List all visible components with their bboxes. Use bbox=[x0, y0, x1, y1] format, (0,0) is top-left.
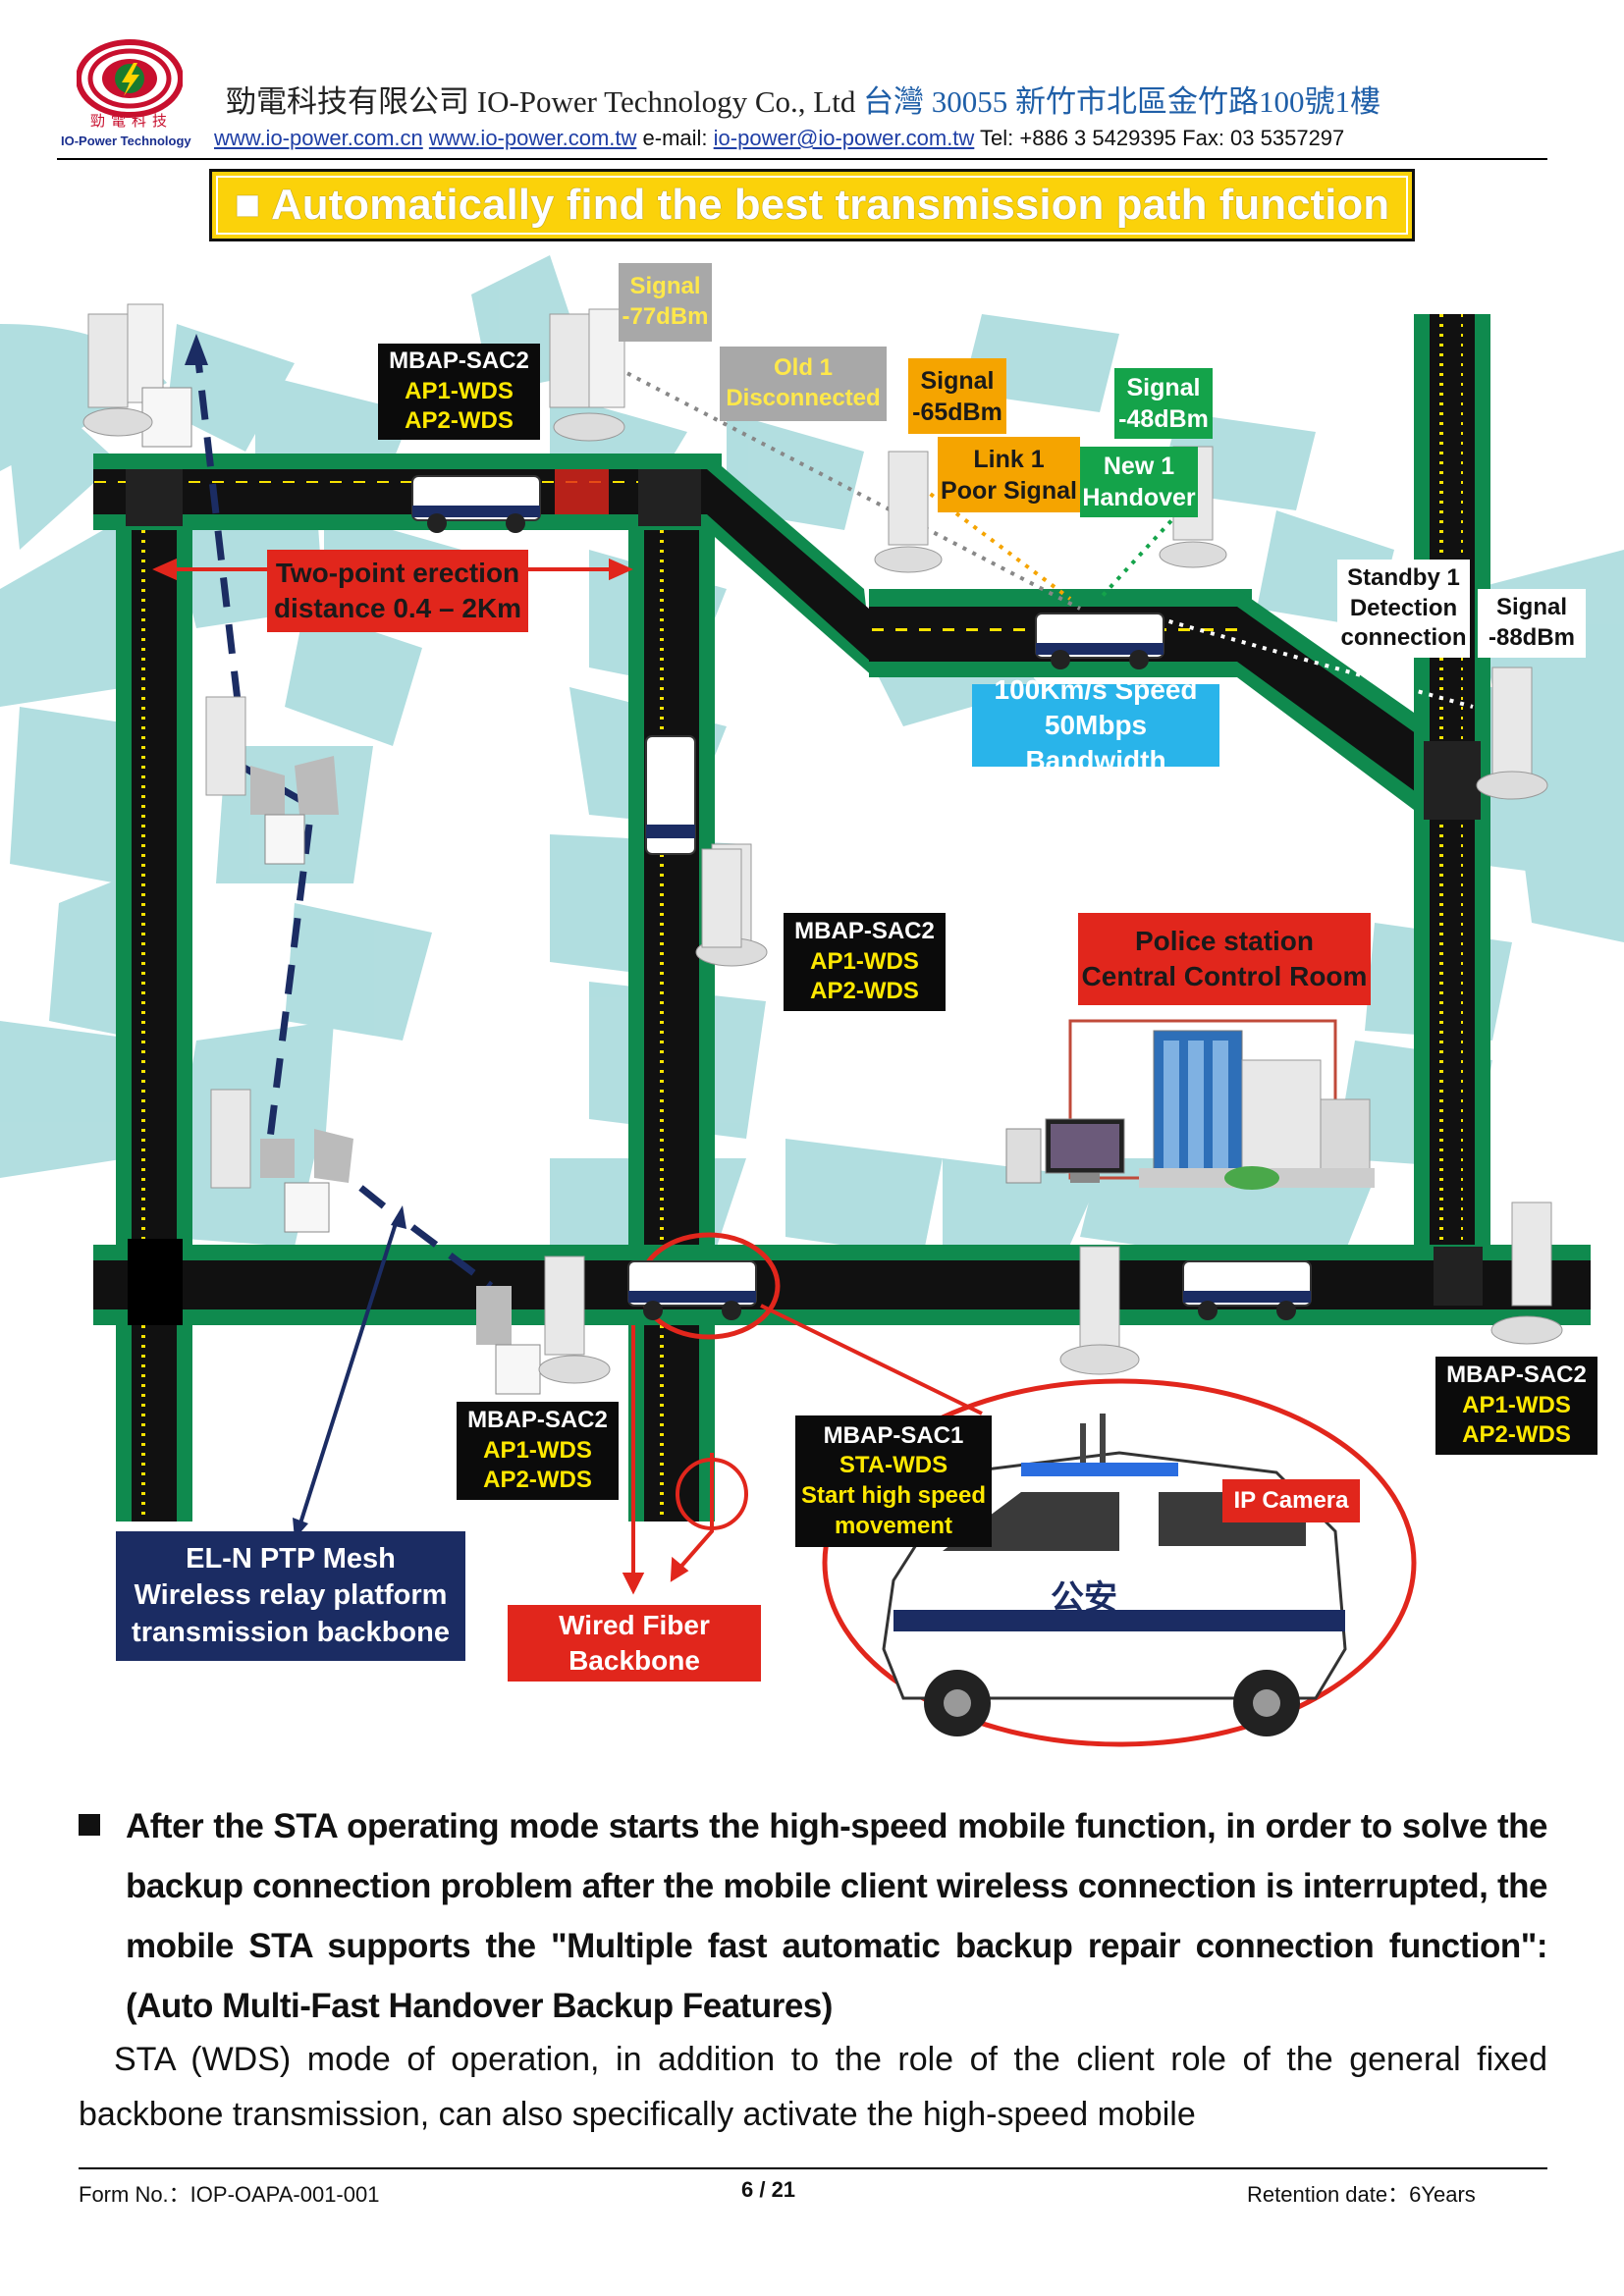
police-vehicles bbox=[411, 475, 1312, 1320]
vehicle-center-vertical bbox=[645, 735, 696, 855]
label-signal-77: Signal -77dBm bbox=[619, 263, 712, 342]
footer-rule bbox=[79, 2167, 1547, 2169]
label-ip-camera: IP Camera bbox=[1222, 1479, 1360, 1522]
label-wired-fiber-backbone: Wired Fiber Backbone bbox=[508, 1605, 761, 1682]
label-link1-poor-signal: Link 1 Poor Signal bbox=[938, 437, 1080, 512]
body-paragraph: STA (WDS) mode of operation, in addition… bbox=[79, 2041, 1547, 2133]
label-mbap-bottom-right: MBAP-SAC2 AP1-WDS AP2-WDS bbox=[1435, 1357, 1597, 1455]
vehicle-middle-road bbox=[1035, 613, 1164, 669]
label-mbap-sac1: MBAP-SAC1 STA-WDS Start high speed movem… bbox=[795, 1415, 992, 1547]
vehicle-bottom-left bbox=[627, 1260, 757, 1320]
ap-device-right bbox=[1476, 667, 1548, 800]
ap-device-mid-1 bbox=[874, 451, 943, 573]
footer-form-number: Form No.：IOP-OAPA-001-001 bbox=[79, 2182, 380, 2207]
website-tw-link[interactable]: www.io-power.com.tw bbox=[428, 126, 637, 150]
phone-fax: Tel: +886 3 5429395 Fax: 03 5357297 bbox=[980, 126, 1345, 150]
label-police-station: Police station Central Control Room bbox=[1078, 913, 1371, 1005]
label-speed-bandwidth: 100Km/s Speed 50Mbps Bandwidth bbox=[972, 674, 1219, 775]
label-signal-88: Signal -88dBm bbox=[1478, 589, 1586, 658]
company-logo bbox=[76, 39, 184, 118]
email-label: e-mail: bbox=[642, 126, 708, 150]
header-rule bbox=[57, 158, 1547, 160]
ptp-device-1 bbox=[205, 696, 339, 865]
company-line: 勁電科技有限公司 IO-Power Technology Co., Ltd 台灣… bbox=[226, 77, 1380, 121]
label-mbap-center: MBAP-SAC2 AP1-WDS AP2-WDS bbox=[784, 913, 946, 1011]
label-old1-disconnected: Old 1 Disconnected bbox=[720, 347, 887, 421]
label-new1-handover: New 1 Handover bbox=[1080, 447, 1198, 517]
vehicle-bottom-right bbox=[1182, 1260, 1312, 1320]
title-inner-border bbox=[216, 176, 1408, 235]
ap-device-center-vertical bbox=[701, 848, 742, 948]
company-address: 台灣 30055 新竹市北區金竹路100號1樓 bbox=[863, 84, 1381, 119]
ap-device-top-left bbox=[82, 303, 192, 448]
roads bbox=[93, 314, 1591, 1522]
vehicle-top-road bbox=[411, 475, 541, 533]
ptp-device-2 bbox=[210, 1089, 353, 1233]
logo-english-name: IO-Power Technology bbox=[61, 133, 191, 148]
ap-device-bottom-right bbox=[1490, 1201, 1563, 1345]
police-building bbox=[1139, 1030, 1375, 1190]
label-mbap-bottom-left: MBAP-SAC2 AP1-WDS AP2-WDS bbox=[457, 1402, 619, 1500]
label-signal-48: Signal -48dBm bbox=[1114, 368, 1213, 439]
footer-page-number: 6 / 21 bbox=[741, 2177, 796, 2202]
bullet-square-icon bbox=[79, 1814, 100, 1836]
bullet-paragraph: After the STA operating mode starts the … bbox=[126, 1807, 1548, 2025]
monitoring-computers bbox=[1005, 1118, 1125, 1184]
company-cn: 勁電科技有限公司 bbox=[226, 84, 469, 119]
ap-device-bottom-center bbox=[1059, 1246, 1140, 1375]
ap-device-top-center bbox=[549, 308, 625, 442]
label-two-point-erection: Two-point erection distance 0.4 – 2Km bbox=[267, 550, 528, 632]
red-lines bbox=[152, 558, 983, 1595]
ap-device-bottom-left bbox=[476, 1255, 611, 1395]
van-door-text: 公安 bbox=[1051, 1578, 1117, 1618]
footer-retention: Retention date：6Years bbox=[1247, 2182, 1476, 2207]
company-en: IO-Power Technology Co., Ltd bbox=[476, 84, 856, 119]
label-mbap-top-left: MBAP-SAC2 AP1-WDS AP2-WDS bbox=[378, 344, 540, 440]
label-eln-ptp-mesh: EL-N PTP Mesh Wireless relay platform tr… bbox=[116, 1531, 465, 1661]
email-link[interactable]: io-power@io-power.com.tw bbox=[713, 126, 975, 150]
section-title-bar: ■ Automatically find the best transmissi… bbox=[209, 169, 1415, 241]
logo-chinese-name: 勁電科技 bbox=[90, 112, 174, 130]
label-standby-detection: Standby 1 Detection connection bbox=[1337, 560, 1470, 658]
contact-line: www.io-power.com.cn www.io-power.com.tw … bbox=[214, 126, 1344, 151]
section-title: ■ Automatically find the best transmissi… bbox=[234, 181, 1390, 229]
website-cn-link[interactable]: www.io-power.com.cn bbox=[214, 126, 423, 150]
label-signal-65: Signal -65dBm bbox=[908, 358, 1006, 434]
